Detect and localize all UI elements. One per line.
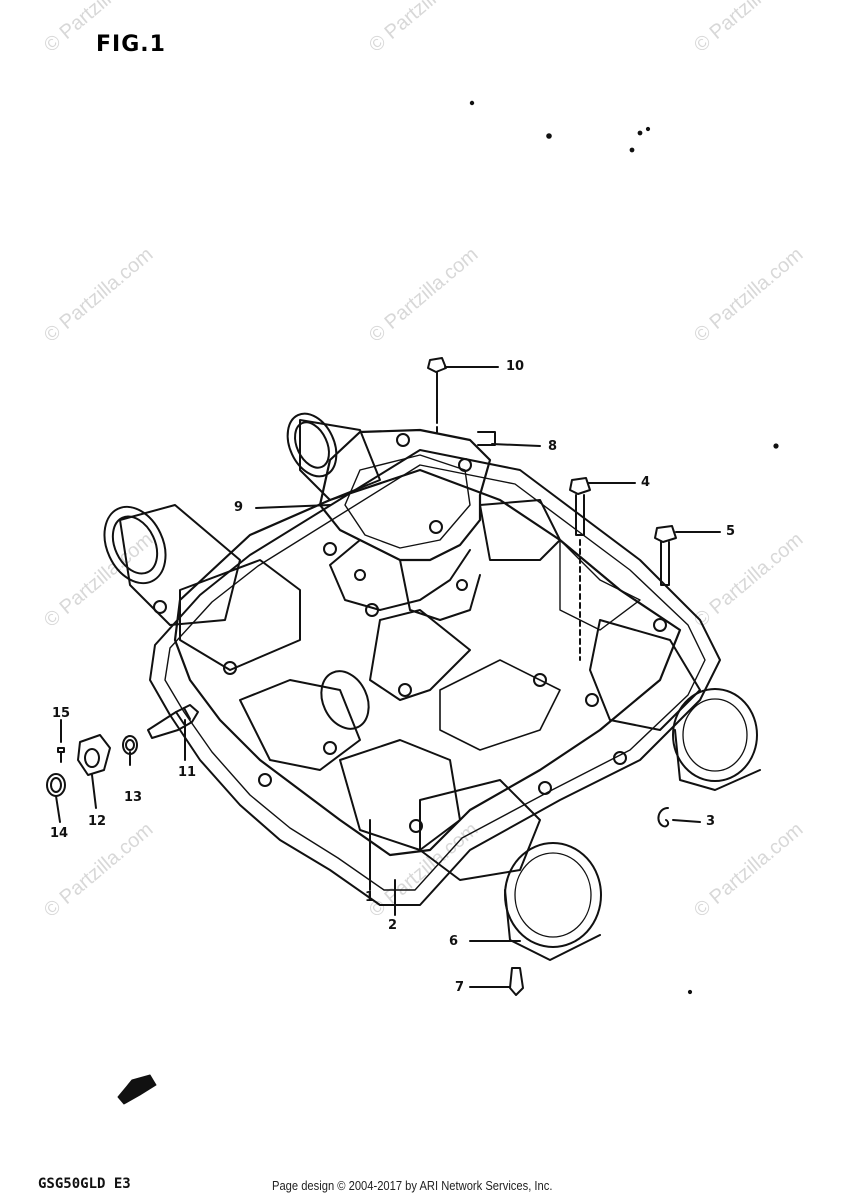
cam-end-cap <box>504 842 602 948</box>
callout-10: 10 <box>506 359 525 374</box>
model-code: GSG50GLD E3 <box>38 1176 131 1192</box>
breather-cover <box>318 428 492 562</box>
callout-7: 7 <box>455 980 465 995</box>
callout-1: 1 <box>365 890 375 905</box>
callout-14: 14 <box>50 826 69 841</box>
copyright-notice: Page design © 2004-2017 by ARI Network S… <box>272 1178 553 1193</box>
callout-2: 2 <box>388 918 398 933</box>
callout-13: 13 <box>124 790 143 805</box>
figure-title: FIG.1 <box>96 32 166 57</box>
cylinder-head-cover <box>173 468 682 857</box>
callout-8: 8 <box>548 439 558 454</box>
callout-6: 6 <box>449 934 459 949</box>
callout-12: 12 <box>88 814 107 829</box>
callout-11: 11 <box>178 765 197 780</box>
callout-15: 15 <box>52 706 71 721</box>
sensor-11 <box>147 704 199 739</box>
gasket <box>149 449 721 906</box>
callout-3: 3 <box>706 814 716 829</box>
callout-4: 4 <box>641 475 651 490</box>
callout-5: 5 <box>726 524 736 539</box>
callout-9: 9 <box>234 500 244 515</box>
forward-arrow-icon <box>117 1074 157 1105</box>
